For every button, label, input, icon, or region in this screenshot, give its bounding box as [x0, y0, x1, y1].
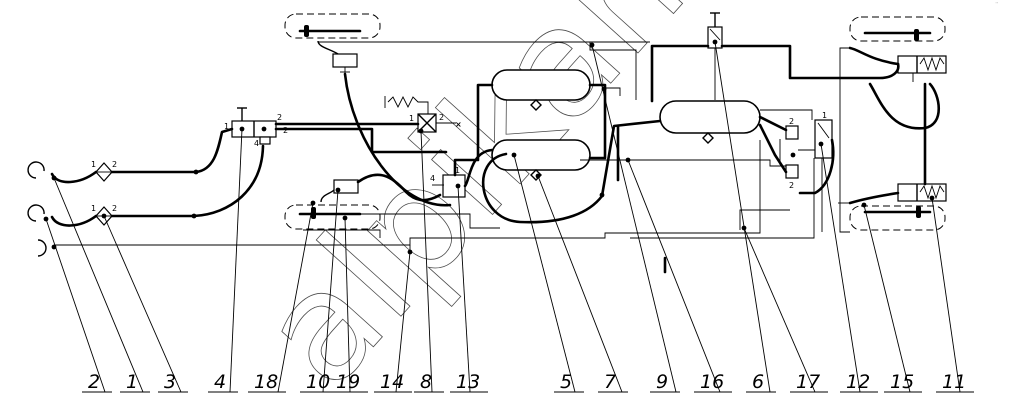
- port-label: 2: [789, 117, 794, 126]
- port-label: 4: [430, 174, 435, 183]
- coupling-heads: [27, 161, 47, 257]
- callout-1: 1: [126, 371, 138, 393]
- port-label: 2: [112, 204, 117, 213]
- callout-10: 10: [306, 371, 330, 393]
- callout-6: 6: [752, 371, 764, 393]
- port-label: 1: [91, 160, 96, 169]
- callout-5: 5: [560, 371, 572, 393]
- callout-9: 9: [656, 371, 668, 393]
- filter-upper: 1 2: [91, 160, 117, 182]
- port-label: 1: [409, 114, 414, 123]
- callout-14: 14: [380, 371, 404, 393]
- pressure-lines: [50, 44, 940, 274]
- air-tank-right: [659, 100, 761, 144]
- brake-chamber-rear-right: [897, 183, 947, 202]
- callout-11: 11: [942, 371, 966, 393]
- callout-12: 12: [846, 371, 870, 393]
- callout-19: 19: [336, 371, 360, 393]
- callout-4: 4: [214, 371, 226, 393]
- port-label: 2: [439, 113, 444, 122]
- relay-valve-8: × 1 2: [384, 95, 462, 133]
- port-label: 1: [455, 166, 460, 175]
- callout-16: 16: [700, 371, 724, 393]
- callout-3: 3: [164, 371, 176, 393]
- port-label: 1: [91, 204, 96, 213]
- port-label: 1: [224, 122, 229, 131]
- brake-valve: 1 2 2 4: [224, 107, 288, 148]
- control-lines: [54, 41, 850, 252]
- port-label: 2: [789, 181, 794, 190]
- callout-18: 18: [254, 371, 278, 393]
- callout-2: 2: [88, 371, 100, 393]
- callout-7: 7: [604, 371, 616, 393]
- wheel-front-right: [849, 16, 946, 42]
- port-label: 4: [254, 139, 259, 148]
- port-label: 2: [112, 160, 117, 169]
- protection-valve-12: 2 2 1: [779, 111, 833, 190]
- wheel-rear-right: [849, 205, 946, 231]
- corner-mark: ¨: [995, 2, 999, 10]
- callout-leaders: [45, 41, 961, 393]
- air-tank-middle: [491, 139, 591, 181]
- exhaust-mark: ×: [455, 120, 462, 129]
- port-label: 2: [277, 113, 282, 122]
- port-label: 2: [283, 126, 288, 135]
- callout-8: 8: [420, 371, 432, 393]
- callout-15: 15: [890, 371, 914, 393]
- brake-chamber-front-right: [897, 55, 947, 82]
- brake-chamber-front-left: [317, 40, 358, 74]
- callout-13: 13: [456, 371, 480, 393]
- callout-17: 17: [796, 371, 820, 393]
- port-label: 1: [822, 111, 827, 120]
- wheel-front-left: [284, 13, 381, 39]
- wheel-rear-left: [284, 204, 381, 230]
